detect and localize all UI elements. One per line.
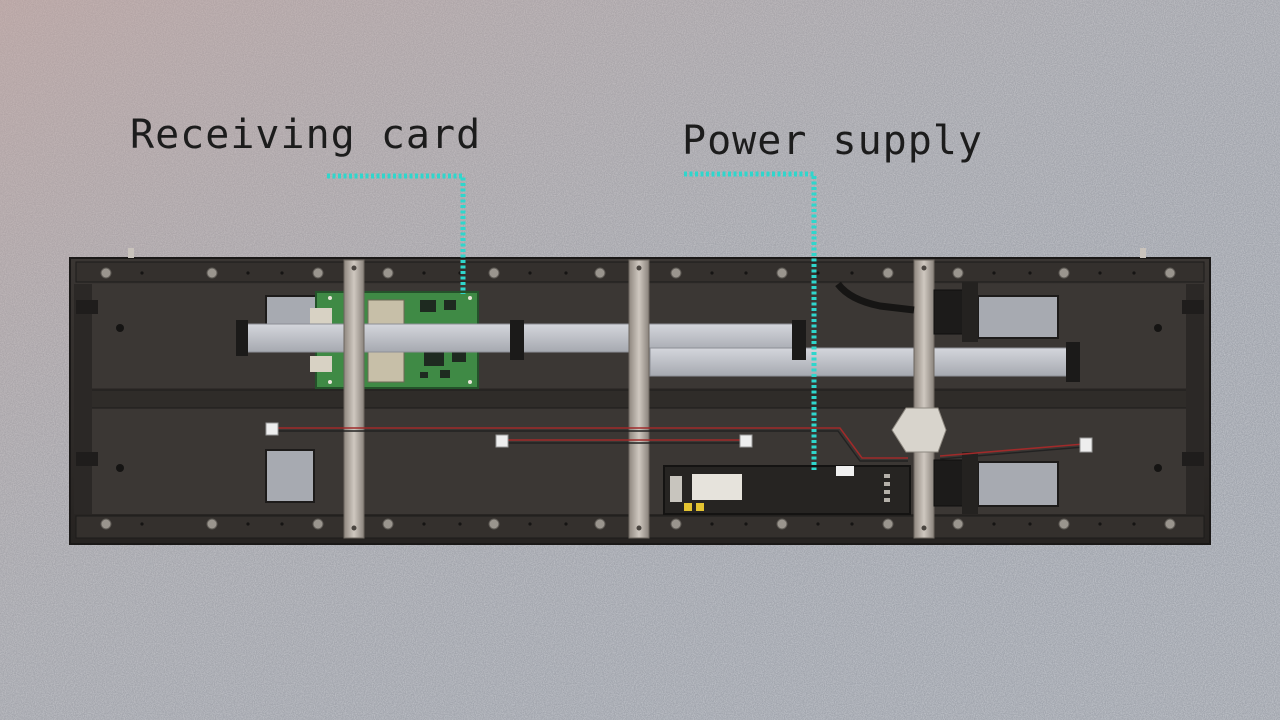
callout-power-supply xyxy=(684,171,817,470)
metal-support-bars xyxy=(343,259,935,539)
ribbon-cables xyxy=(236,320,1080,382)
power-cabling xyxy=(835,281,978,514)
power-supply-unit xyxy=(663,465,911,515)
signal-wires xyxy=(265,422,1093,462)
power-supply-label: Power supply xyxy=(682,118,983,164)
callout-lines xyxy=(327,171,817,470)
receiving-card-label: Receiving card xyxy=(130,112,482,158)
callout-receiving-card xyxy=(327,173,466,294)
